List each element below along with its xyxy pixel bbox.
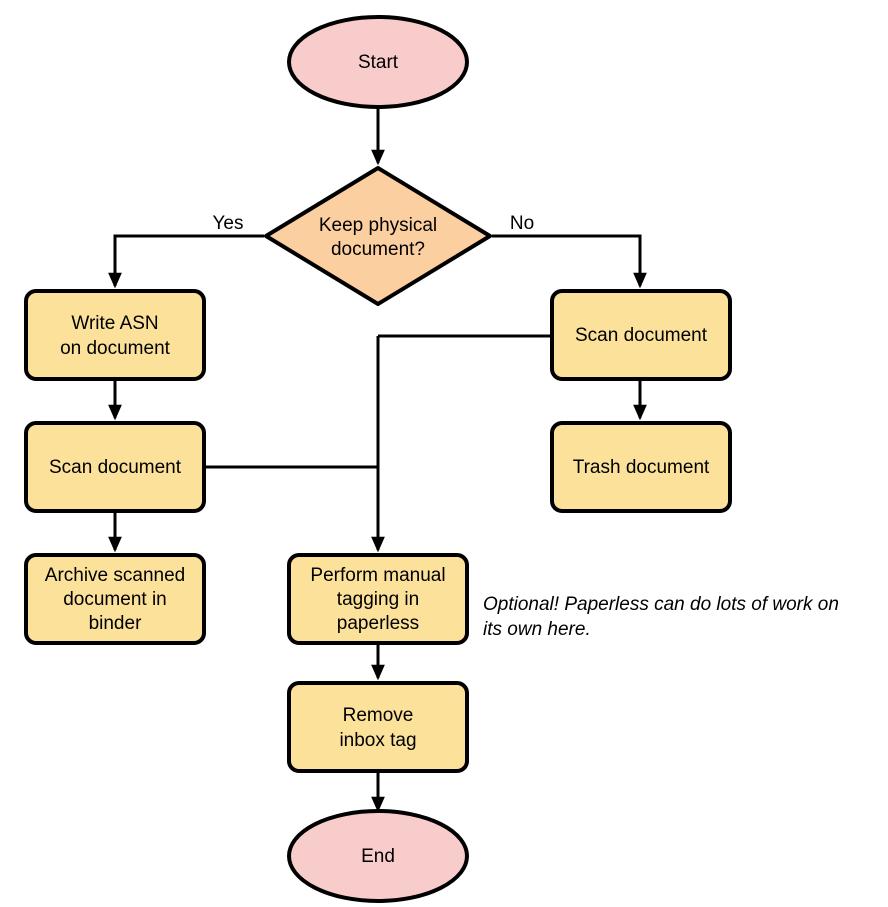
node-write-asn-on-document[interactable]: Write ASN on document [24, 289, 206, 381]
decision-label-line1: Keep physical [319, 215, 437, 236]
end-label: End [361, 846, 395, 867]
remove-inbox-label-line1: Remove [343, 705, 414, 726]
remove-inbox-label-line2: inbox tag [339, 730, 416, 751]
node-start[interactable]: Start [287, 15, 469, 109]
node-trash-document[interactable]: Trash document [550, 421, 732, 513]
write-asn-label-line1: Write ASN [71, 313, 158, 334]
scan-document-left-box-shape [24, 421, 206, 513]
node-decision-keep-physical-document[interactable]: Keep physical document? [264, 166, 492, 306]
start-ellipse-shape [287, 15, 469, 109]
node-archive-scanned-document[interactable]: Archive scanned document in binder [24, 553, 206, 645]
archive-box-shape [24, 553, 206, 645]
scan-document-left-label: Scan document [49, 457, 182, 478]
archive-label-line2: document in [63, 589, 167, 610]
edge-decision-no-to-scan-right [492, 234, 647, 289]
edge-label-no: No [510, 213, 534, 234]
write-asn-box-shape [24, 289, 206, 381]
node-scan-document-left[interactable]: Scan document [24, 421, 206, 513]
tagging-label-line3: paperless [337, 613, 419, 634]
node-end[interactable]: End [287, 809, 469, 903]
tagging-label-line2: tagging in [337, 589, 419, 610]
tagging-box-shape [287, 553, 469, 645]
write-asn-label-line2: on document [60, 338, 171, 359]
decision-label-line2: document? [331, 239, 425, 260]
scan-document-right-box-shape [550, 289, 732, 381]
node-perform-manual-tagging[interactable]: Perform manual tagging in paperless [287, 553, 469, 645]
node-scan-document-right[interactable]: Scan document [550, 289, 732, 381]
archive-label-line1: Archive scanned [45, 565, 185, 586]
annotation-optional-note: Optional! Paperless can do lots of work … [483, 594, 839, 640]
edge-label-yes: Yes [213, 213, 244, 234]
trash-document-label: Trash document [573, 457, 710, 478]
annotation-line2: its own here. [483, 619, 591, 640]
edge-decision-yes-to-write-asn [108, 234, 264, 289]
trash-document-box-shape [550, 421, 732, 513]
remove-inbox-box-shape [287, 681, 469, 773]
node-remove-inbox-tag[interactable]: Remove inbox tag [287, 681, 469, 773]
scan-document-right-label: Scan document [575, 325, 708, 346]
annotation-line1: Optional! Paperless can do lots of work … [483, 594, 839, 615]
start-label: Start [358, 52, 399, 73]
tagging-label-line1: Perform manual [310, 565, 445, 586]
decision-diamond-shape [264, 166, 492, 306]
archive-label-line3: binder [89, 613, 142, 634]
end-ellipse-shape [287, 809, 469, 903]
